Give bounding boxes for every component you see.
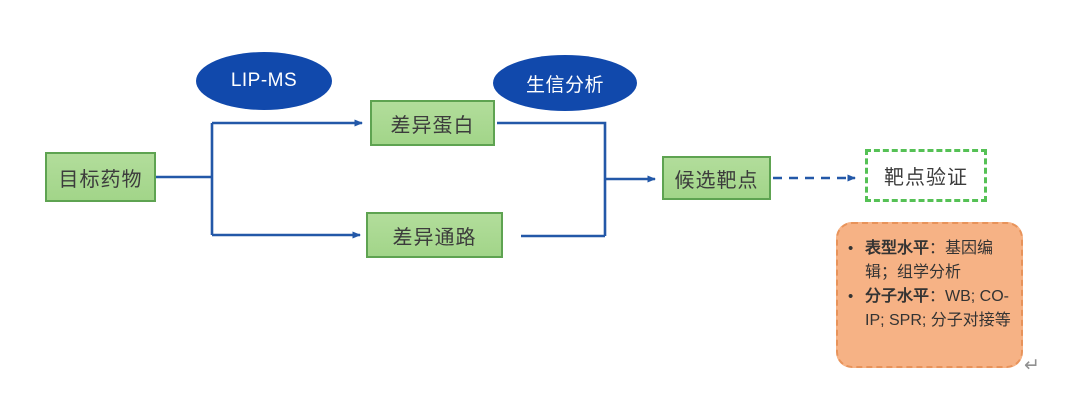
connector-diffprotein-to-merge xyxy=(497,121,607,236)
validation-methods-callout: • 表型水平：基因编辑；组学分析 • 分子水平：WB; CO-IP; SPR; … xyxy=(836,222,1023,368)
validation-method-phenotype: • 表型水平：基因编辑；组学分析 xyxy=(848,237,1013,285)
ellipse-bioinfo-analysis-label: 生信分析 xyxy=(525,74,604,96)
return-mark: ↵ xyxy=(1024,355,1040,376)
ellipse-lip-ms: LIP-MS xyxy=(196,52,332,110)
node-diff-protein-label: 差异蛋白 xyxy=(390,114,475,137)
bullet-icon: • xyxy=(848,288,854,305)
node-target-validation-label: 靶点验证 xyxy=(884,167,968,189)
node-diff-pathway-label: 差异通路 xyxy=(392,226,477,249)
validation-method-molecular-detail: ：WB; CO-IP; SPR; 分子对接等 xyxy=(865,288,1011,329)
bullet-icon: • xyxy=(848,240,854,257)
node-diff-protein: 差异蛋白 xyxy=(370,100,495,146)
node-target-drug: 目标药物 xyxy=(45,152,156,202)
node-target-validation: 靶点验证 xyxy=(865,149,987,202)
node-candidate-target: 候选靶点 xyxy=(662,156,771,200)
node-candidate-target-label: 候选靶点 xyxy=(674,169,759,192)
validation-methods-list: • 表型水平：基因编辑；组学分析 • 分子水平：WB; CO-IP; SPR; … xyxy=(848,237,1013,333)
ellipse-lip-ms-label: LIP-MS xyxy=(230,70,298,91)
validation-method-molecular: • 分子水平：WB; CO-IP; SPR; 分子对接等 xyxy=(848,285,1013,333)
node-target-drug-label: 目标药物 xyxy=(58,168,143,191)
ellipse-bioinfo-analysis: 生信分析 xyxy=(493,55,637,111)
validation-method-phenotype-detail: ：基因编辑；组学分析 xyxy=(865,240,994,281)
node-diff-pathway: 差异通路 xyxy=(366,212,503,258)
validation-method-phenotype-lead: 表型水平 xyxy=(865,240,930,257)
validation-method-molecular-lead: 分子水平 xyxy=(865,288,930,305)
